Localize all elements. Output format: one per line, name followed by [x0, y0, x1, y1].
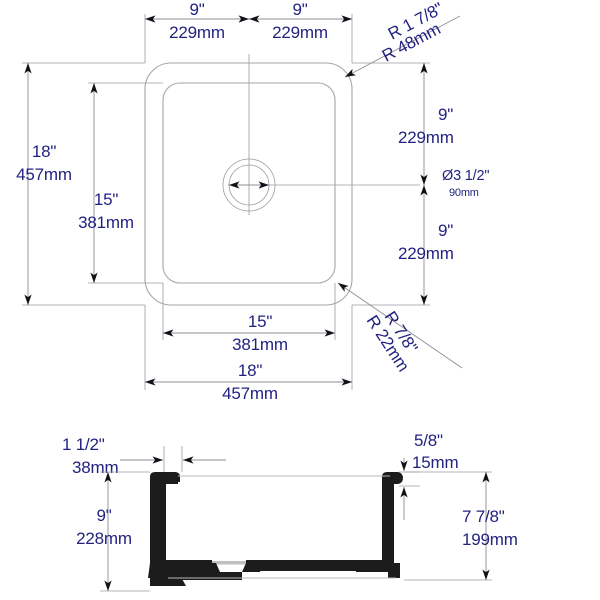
dim-top-right-imperial: 9"	[292, 0, 307, 19]
dim-rim-width-imperial: 1 1/2"	[62, 435, 105, 454]
dim-rim-thickness-metric: 15mm	[412, 453, 458, 472]
dim-left-inner-imperial: 15"	[94, 190, 119, 209]
leader-line-outer-radius	[344, 15, 461, 78]
dim-right-lower-metric: 229mm	[398, 244, 454, 263]
dim-rim-width-metric: 38mm	[72, 458, 118, 477]
section-bottom-left	[150, 560, 212, 571]
dim-drain-diameter-metric: 90mm	[449, 187, 479, 199]
dim-bottom-inner-metric: 381mm	[232, 335, 288, 354]
dim-bottom-inner-imperial: 15"	[248, 312, 273, 331]
dim-top-right-metric: 229mm	[272, 23, 328, 42]
dim-left-inner-metric: 381mm	[78, 213, 134, 232]
dim-basin-depth-metric: 199mm	[462, 530, 518, 549]
dim-drain-diameter-imperial: Ø3 1/2"	[442, 168, 489, 184]
cross-section-group: 1 1/2" 38mm 9" 228mm 5/8" 15mm 7 7/8" 19…	[62, 431, 518, 592]
dim-right-upper-imperial: 9"	[438, 105, 453, 124]
plan-view-group: 9" 229mm 9" 229mm 18" 457mm 15" 381mm 15…	[16, 0, 489, 403]
dim-overall-depth-metric: 228mm	[76, 529, 132, 548]
sink-outer-outline	[144, 62, 353, 306]
section-drain-gap	[212, 561, 246, 565]
dim-left-outer-metric: 457mm	[16, 165, 72, 184]
dim-right-upper-metric: 229mm	[398, 128, 454, 147]
dim-left-outer-imperial: 18"	[32, 142, 57, 161]
section-left-wall	[150, 472, 180, 587]
section-right-foot	[356, 563, 400, 578]
section-inner-right-foot	[242, 563, 264, 572]
dim-top-left-metric: 229mm	[169, 23, 225, 42]
dim-rim-thickness-imperial: 5/8"	[414, 431, 443, 450]
section-bottom-right	[246, 560, 394, 571]
leader-line-inner-radius	[337, 282, 463, 369]
section-inner-left-foot	[198, 563, 220, 572]
dim-right-lower-imperial: 9"	[438, 221, 453, 240]
dim-bottom-outer-imperial: 18"	[238, 361, 263, 380]
dim-basin-depth-imperial: 7 7/8"	[462, 507, 505, 526]
dim-overall-depth-imperial: 9"	[96, 506, 111, 525]
dim-top-left-imperial: 9"	[189, 0, 204, 19]
dim-bottom-outer-metric: 457mm	[222, 384, 278, 403]
section-right-wall	[382, 472, 403, 571]
